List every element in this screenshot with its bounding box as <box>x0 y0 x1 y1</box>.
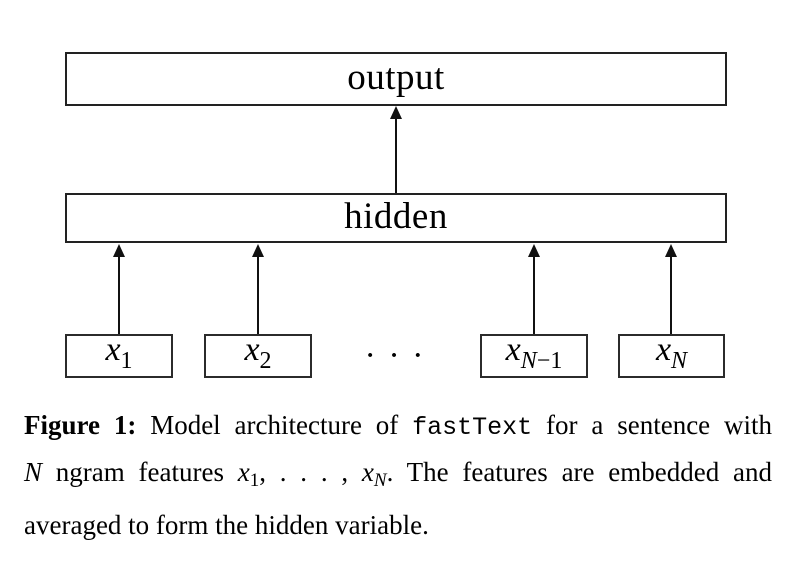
math-var: x <box>105 331 121 368</box>
caption-line-1: Figure 1: Model architecture of fastText… <box>24 403 772 450</box>
math-var: x <box>655 331 672 368</box>
caption-line-2: N ngram features x1, . . . , xN. The fea… <box>24 450 772 503</box>
input-label-x2: x2 <box>244 333 271 379</box>
caption-dots: , . . . , <box>259 457 362 487</box>
math-sub: −1 <box>536 348 563 374</box>
caption-text: for a sentence with <box>532 410 773 440</box>
caption-text: . The features are embedded and <box>386 457 773 487</box>
math-var-xn: x <box>361 457 374 487</box>
arrow-hidden-to-output <box>395 119 397 193</box>
math-sub: 1 <box>120 348 133 374</box>
math-var: x <box>244 331 260 368</box>
math-sub-italic: N <box>520 348 537 374</box>
input-label-xn: xN <box>656 333 687 379</box>
arrow-xn-to-hidden <box>670 257 672 334</box>
hidden-layer-box: hidden <box>65 193 727 243</box>
math-sub-1: 1 <box>249 470 260 491</box>
input-label-x1: x1 <box>105 333 132 379</box>
math-sub-italic: N <box>671 348 688 374</box>
math-sub-n: N <box>373 470 387 491</box>
hidden-layer-label: hidden <box>344 196 448 237</box>
math-var-n: N <box>24 457 43 487</box>
input-box-x2: x2 <box>204 333 312 379</box>
input-box-xn: xN <box>618 333 725 379</box>
arrow-x1-to-hidden <box>118 257 120 334</box>
caption-text: Model architecture of <box>136 410 413 440</box>
up-arrowhead-icon <box>390 106 402 119</box>
arrow-xn1-to-hidden <box>533 257 535 334</box>
up-arrowhead-icon <box>113 244 125 257</box>
math-var-x1: x <box>237 457 250 487</box>
arrow-x2-to-hidden <box>257 257 259 334</box>
fasttext-code-word: fastText <box>412 413 533 442</box>
input-box-x1: x1 <box>65 333 173 379</box>
math-var: x <box>505 331 521 368</box>
caption-line-3: averaged to form the hidden variable. <box>24 510 429 540</box>
ellipsis-dots: · · · <box>364 337 426 374</box>
output-layer-label: output <box>347 57 445 98</box>
figure-caption: Figure 1: Model architecture of fastText… <box>24 403 772 548</box>
caption-text: ngram features <box>42 457 238 487</box>
up-arrowhead-icon <box>665 244 677 257</box>
up-arrowhead-icon <box>252 244 264 257</box>
math-sub: 2 <box>259 348 272 374</box>
output-layer-box: output <box>65 52 727 106</box>
up-arrowhead-icon <box>528 244 540 257</box>
input-box-xn-minus-1: xN−1 <box>480 333 588 379</box>
figure-number-label: Figure 1: <box>24 410 137 440</box>
input-label-xn-minus-1: xN−1 <box>506 333 563 379</box>
